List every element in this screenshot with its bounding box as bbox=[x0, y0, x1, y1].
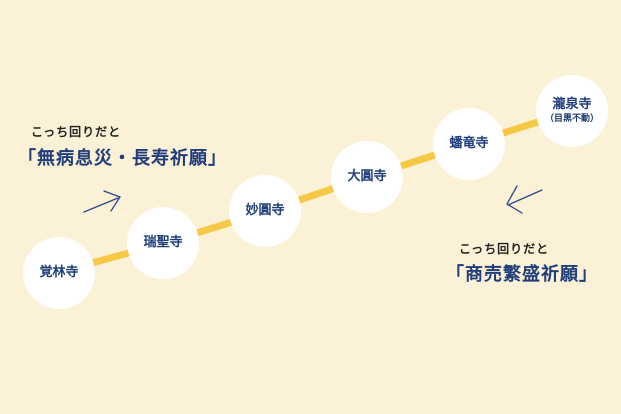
temple-name: 大圓寺 bbox=[347, 169, 387, 185]
temple-name: 妙圓寺 bbox=[245, 203, 285, 219]
bottom-route-wish: 「商売繁盛祈願」 bbox=[446, 264, 598, 285]
temple-node-myoenji: 妙圓寺 bbox=[229, 175, 301, 247]
temple-name: 瀧泉寺 bbox=[552, 96, 592, 112]
top-route-wish: 「無病息災・長寿祈願」 bbox=[18, 148, 227, 169]
temple-node-banryuji: 蟠竜寺 bbox=[433, 108, 505, 180]
arrow-forward-icon bbox=[83, 190, 121, 213]
temple-node-zuiseiji: 瑞聖寺 bbox=[127, 207, 199, 279]
temple-node-daienji: 大圓寺 bbox=[331, 141, 403, 213]
temple-subtitle: （目黒不動） bbox=[544, 114, 599, 125]
arrow-backward-icon bbox=[506, 185, 543, 214]
temple-node-ryusenji: 瀧泉寺 （目黒不動） bbox=[536, 75, 608, 147]
temple-name: 蟠竜寺 bbox=[449, 136, 489, 152]
temple-node-kakurinji: 覚林寺 bbox=[23, 237, 95, 309]
top-route-caption: こっち回りだと bbox=[31, 125, 122, 139]
temple-name: 瑞聖寺 bbox=[143, 235, 183, 251]
temple-name: 覚林寺 bbox=[39, 265, 79, 281]
bottom-route-caption: こっち回りだと bbox=[459, 242, 550, 256]
